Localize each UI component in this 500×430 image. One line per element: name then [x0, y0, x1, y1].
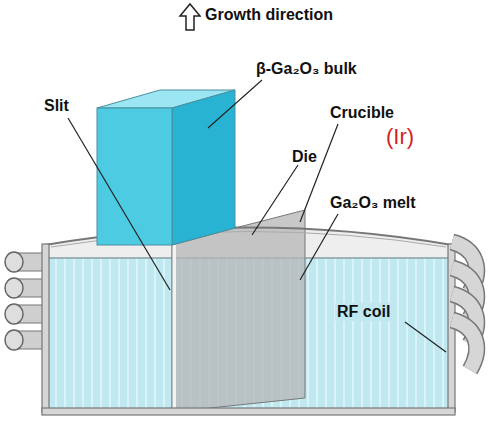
slit: [172, 245, 176, 412]
coil-label: RF coil: [335, 303, 392, 321]
leader-line: [252, 165, 298, 235]
coil-turn-section: [5, 278, 23, 298]
leader-line: [68, 118, 170, 290]
slit-label: Slit: [44, 97, 69, 115]
growth-direction-label: Growth direction: [205, 6, 333, 24]
crystal-side: [172, 90, 235, 245]
growth-arrow: [180, 4, 200, 30]
coil-tube: [452, 320, 477, 370]
crystal-front: [97, 108, 172, 245]
coil-turn-section: [5, 252, 23, 272]
die: [172, 210, 305, 412]
melt-label: Ga₂O₃ melt: [330, 194, 416, 212]
coil-turn-section: [5, 330, 23, 350]
crucible-label: Crucible: [330, 104, 394, 122]
leader-line: [208, 80, 262, 128]
crucible-bottom: [42, 408, 455, 415]
rf-coil-right: [452, 242, 477, 370]
leader-line: [300, 214, 338, 280]
leader-line: [405, 322, 446, 352]
crucible-wall-left: [42, 244, 49, 412]
slit-edge: [172, 245, 173, 412]
rf-coil-left: [5, 252, 44, 350]
coil-tube: [452, 320, 477, 370]
coil-turn-section: [5, 304, 23, 324]
die-label: Die: [292, 148, 317, 166]
crystal-label: β-Ga₂O₃ bulk: [256, 60, 357, 78]
material-note: (Ir): [386, 124, 414, 149]
